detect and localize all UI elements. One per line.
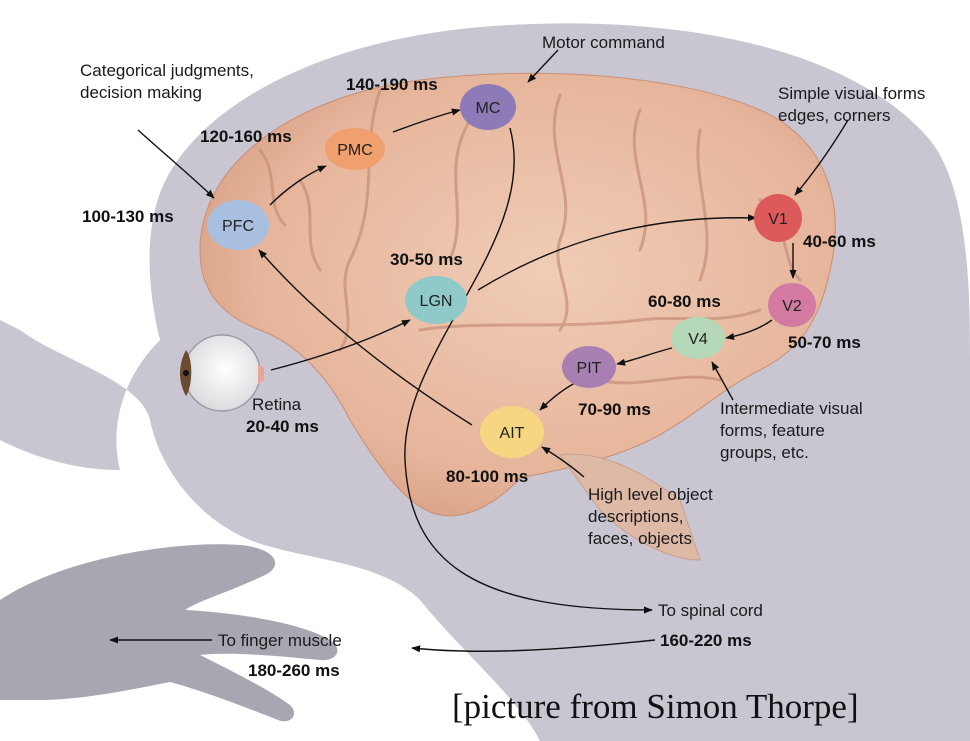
arrow-pit-ait — [539, 382, 576, 411]
arrow-spinal-finger — [411, 639, 656, 653]
area-pmc: PMC — [325, 128, 385, 170]
pit-time: 70-90 ms — [578, 400, 651, 419]
pmc-time: 120-160 ms — [200, 127, 292, 146]
v4-time: 60-80 ms — [648, 292, 721, 311]
mc-label: MC — [476, 100, 501, 117]
categorical-note-line2: decision making — [80, 83, 202, 102]
retina-time: 20-40 ms — [246, 417, 319, 436]
area-v4: V4 — [671, 317, 725, 359]
arrow-note-ait — [541, 446, 585, 478]
pfc-label: PFC — [222, 218, 254, 235]
eye — [180, 334, 264, 412]
ait-label: AIT — [500, 425, 525, 442]
high-level-note-line3: faces, objects — [588, 529, 692, 548]
area-pit: PIT — [562, 346, 616, 388]
ait-time: 80-100 ms — [446, 467, 528, 486]
pit-node — [562, 346, 616, 388]
high-level-note-line1: High level object — [588, 485, 713, 504]
arrow-v4-pit — [616, 347, 673, 366]
simple-forms-note-line2: edges, corners — [778, 106, 890, 125]
lgn-time: 30-50 ms — [390, 250, 463, 269]
image-credit: [picture from Simon Thorpe] — [452, 687, 859, 726]
area-pfc: PFC — [207, 200, 269, 250]
arrow-motor-command — [527, 49, 559, 83]
intermediate-note-line3: groups, etc. — [720, 443, 809, 462]
v2-time: 50-70 ms — [788, 333, 861, 352]
v2-node — [768, 283, 816, 327]
retina-label: Retina — [252, 395, 302, 414]
arrow-v2-v4 — [725, 319, 773, 341]
mc-time: 140-190 ms — [346, 75, 438, 94]
area-mc: MC — [460, 84, 516, 130]
arrow-mc-spinal — [404, 127, 653, 614]
simple-forms-note-line1: Simple visual forms — [778, 84, 925, 103]
hand-silhouette — [0, 544, 338, 722]
mc-node — [460, 84, 516, 130]
v1-node — [754, 194, 802, 242]
connection-arrows — [109, 49, 849, 653]
v2-label: V2 — [782, 298, 802, 315]
lgn-label: LGN — [420, 293, 453, 310]
v1-label: V1 — [768, 211, 788, 228]
intermediate-note-line2: forms, feature — [720, 421, 825, 440]
pmc-label: PMC — [337, 142, 373, 159]
arrow-note-v4 — [711, 361, 734, 401]
finger-muscle-label: To finger muscle — [218, 631, 342, 650]
arrow-note-pfc — [137, 129, 215, 199]
arrow-retina-lgn — [270, 319, 411, 371]
spinal-cord-time: 160-220 ms — [660, 631, 752, 650]
pfc-time: 100-130 ms — [82, 207, 174, 226]
ait-node — [480, 406, 544, 458]
area-lgn: LGN — [405, 276, 467, 324]
arrow-pfc-pmc — [269, 165, 327, 206]
arrow-note-v1 — [794, 119, 849, 196]
pit-label: PIT — [577, 360, 602, 377]
categorical-note-line1: Categorical judgments, — [80, 61, 254, 80]
brain — [199, 72, 836, 517]
area-ait: AIT — [480, 406, 544, 458]
lgn-node — [405, 276, 467, 324]
v4-node — [671, 317, 725, 359]
arrow-ait-pfc — [258, 249, 473, 426]
area-v1: V1 — [754, 194, 802, 242]
pmc-node — [325, 128, 385, 170]
motor-command-note: Motor command — [542, 33, 665, 52]
finger-muscle-time: 180-260 ms — [248, 661, 340, 680]
arrow-pmc-mc — [392, 108, 461, 133]
arrow-lgn-v1 — [477, 214, 757, 291]
brainstem — [559, 453, 701, 561]
v4-label: V4 — [688, 331, 708, 348]
area-v2: V2 — [768, 283, 816, 327]
spinal-cord-label: To spinal cord — [658, 601, 763, 620]
pfc-node — [207, 200, 269, 250]
v1-time: 40-60 ms — [803, 232, 876, 251]
high-level-note-line2: descriptions, — [588, 507, 683, 526]
intermediate-note-line1: Intermediate visual — [720, 399, 863, 418]
